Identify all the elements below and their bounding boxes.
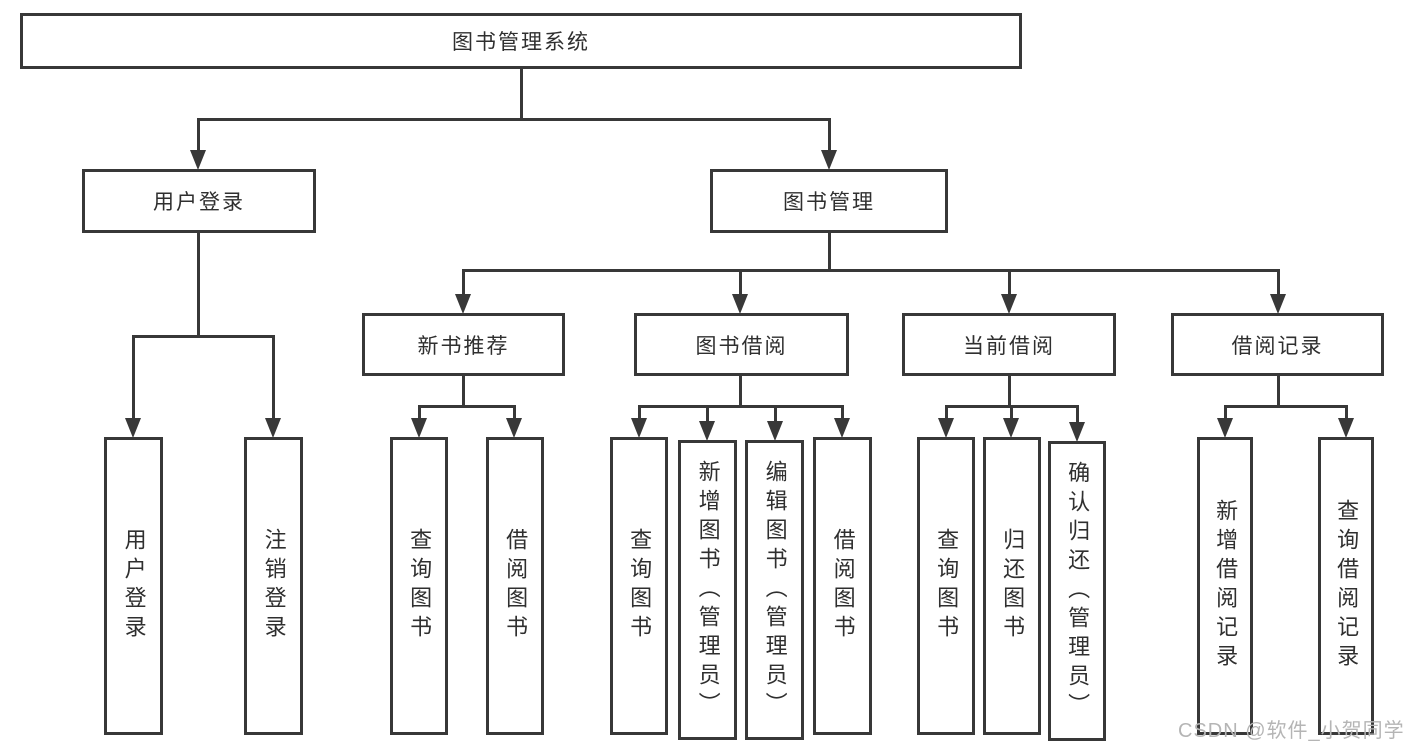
connector-line xyxy=(828,118,831,152)
leaf-query-books-recommend: 查询图书 xyxy=(390,437,448,735)
connector-line xyxy=(197,233,200,337)
arrow-down-icon xyxy=(834,418,850,438)
connector-line xyxy=(706,405,709,422)
leaf-add-books-admin: 新增图书（管理员） xyxy=(678,440,737,740)
leaf-query-borrow-record: 查询借阅记录 xyxy=(1318,437,1374,735)
arrow-down-icon xyxy=(265,418,281,438)
connector-line xyxy=(638,405,641,419)
arrow-down-icon xyxy=(821,150,837,170)
connector-line xyxy=(1224,405,1227,419)
connector-line xyxy=(462,376,465,408)
connector-line xyxy=(462,269,1280,272)
connector-line xyxy=(1010,405,1013,419)
connector-line xyxy=(198,118,831,121)
connector-line xyxy=(1277,269,1280,295)
connector-line xyxy=(132,335,135,419)
arrow-down-icon xyxy=(190,150,206,170)
arrow-down-icon xyxy=(455,294,471,314)
connector-line xyxy=(272,335,275,419)
arrow-down-icon xyxy=(1001,294,1017,314)
connector-line xyxy=(462,269,465,295)
csdn-watermark: CSDN @软件_小贺同学 xyxy=(1178,720,1405,742)
arrow-down-icon xyxy=(1338,418,1354,438)
arrow-down-icon xyxy=(1217,418,1233,438)
connector-line xyxy=(1008,376,1011,408)
arrow-down-icon xyxy=(411,418,427,438)
connector-line xyxy=(513,405,516,419)
arrow-down-icon xyxy=(732,294,748,314)
connector-line xyxy=(828,233,831,272)
arrow-down-icon xyxy=(125,418,141,438)
connector-line xyxy=(1277,376,1280,408)
connector-line xyxy=(1345,405,1348,419)
connector-line xyxy=(132,335,275,338)
arrow-down-icon xyxy=(767,421,783,441)
leaf-return-books: 归还图书 xyxy=(983,437,1041,735)
connector-line xyxy=(418,405,421,419)
arrow-down-icon xyxy=(631,418,647,438)
node-book-management: 图书管理 xyxy=(710,169,948,233)
connector-line xyxy=(774,405,777,422)
arrow-down-icon xyxy=(506,418,522,438)
node-new-book-recommendation: 新书推荐 xyxy=(362,313,565,376)
arrow-down-icon xyxy=(699,421,715,441)
leaf-add-borrow-record: 新增借阅记录 xyxy=(1197,437,1253,735)
leaf-query-books-current: 查询图书 xyxy=(917,437,975,735)
connector-line xyxy=(520,68,523,120)
arrow-down-icon xyxy=(1069,422,1085,442)
connector-line xyxy=(841,405,844,419)
node-book-borrowing: 图书借阅 xyxy=(634,313,849,376)
connector-line xyxy=(739,376,742,408)
arrow-down-icon xyxy=(1003,418,1019,438)
leaf-confirm-return-admin: 确认归还（管理员） xyxy=(1048,441,1106,741)
connector-line xyxy=(1008,269,1011,295)
connector-line xyxy=(197,118,200,152)
arrow-down-icon xyxy=(938,418,954,438)
node-library-management-system: 图书管理系统 xyxy=(20,13,1022,69)
arrow-down-icon xyxy=(1270,294,1286,314)
connector-line xyxy=(418,405,516,408)
leaf-logout: 注销登录 xyxy=(244,437,303,735)
node-user-login: 用户登录 xyxy=(82,169,316,233)
connector-line xyxy=(945,405,948,419)
connector-line xyxy=(1224,405,1348,408)
leaf-query-books-borrow: 查询图书 xyxy=(610,437,668,735)
connector-line xyxy=(638,405,844,408)
connector-line xyxy=(1076,405,1079,423)
node-borrowing-records: 借阅记录 xyxy=(1171,313,1384,376)
leaf-user-login: 用户登录 xyxy=(104,437,163,735)
connector-line xyxy=(739,269,742,295)
leaf-borrow-books-recommend: 借阅图书 xyxy=(486,437,544,735)
leaf-borrow-books: 借阅图书 xyxy=(813,437,872,735)
leaf-edit-books-admin: 编辑图书（管理员） xyxy=(745,440,804,740)
node-current-borrowing: 当前借阅 xyxy=(902,313,1116,376)
